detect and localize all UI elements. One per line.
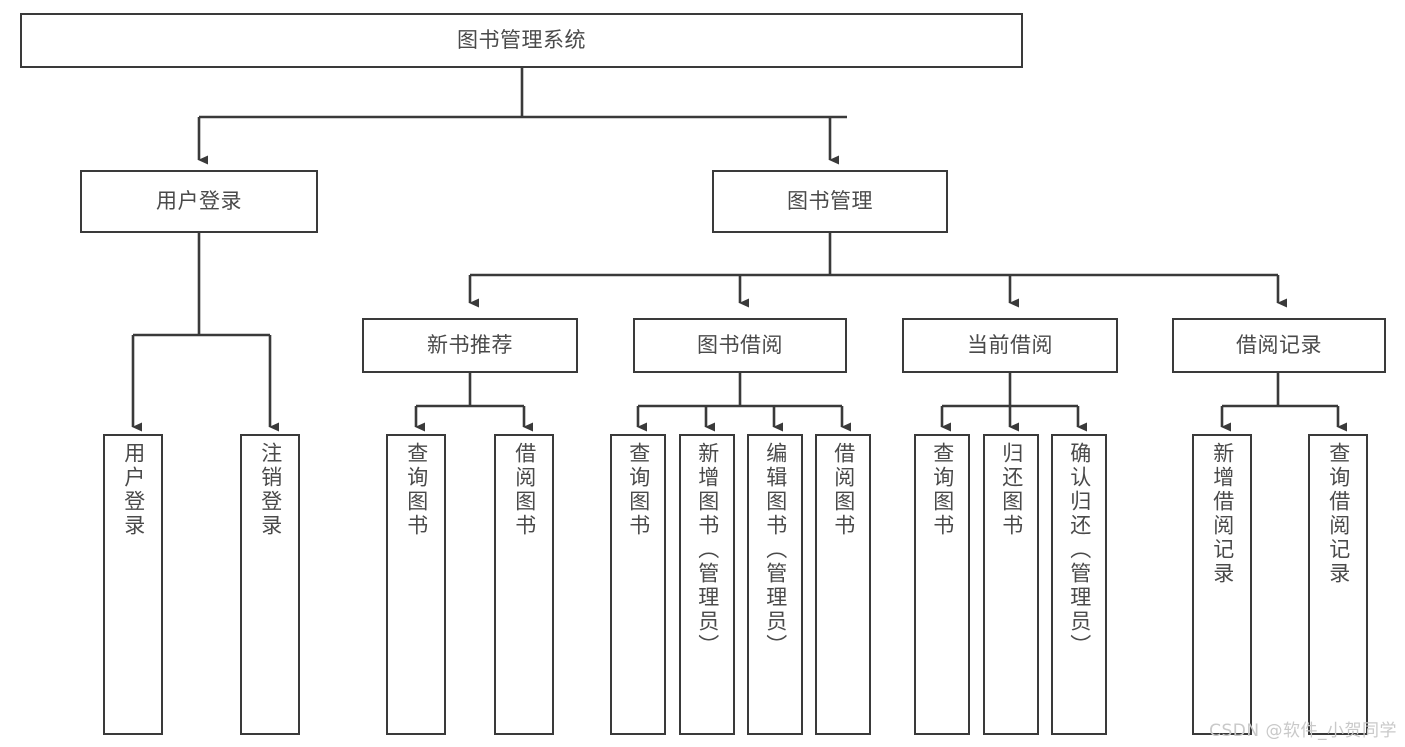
node-user-login[interactable]: 用户登录 xyxy=(80,170,318,233)
node-label: 确认归还（管理员） xyxy=(1067,442,1092,658)
node-label: 图书借阅 xyxy=(697,333,783,358)
leaf-edit-book-admin[interactable]: 编辑图书（管理员） xyxy=(747,434,803,735)
node-label: 编辑图书（管理员） xyxy=(763,442,788,658)
node-root-system[interactable]: 图书管理系统 xyxy=(20,13,1023,68)
node-label: 查询图书 xyxy=(626,442,651,538)
leaf-borrow-book-action[interactable]: 借阅图书 xyxy=(815,434,871,735)
node-label: 查询图书 xyxy=(930,442,955,538)
node-book-management[interactable]: 图书管理 xyxy=(712,170,948,233)
node-label: 新书推荐 xyxy=(427,333,513,358)
leaf-borrow-book-new[interactable]: 借阅图书 xyxy=(494,434,554,735)
leaf-add-borrow-record[interactable]: 新增借阅记录 xyxy=(1192,434,1252,735)
node-book-borrow[interactable]: 图书借阅 xyxy=(633,318,847,373)
node-label: 图书管理 xyxy=(787,189,873,214)
leaf-query-book-borrow[interactable]: 查询图书 xyxy=(610,434,666,735)
leaf-query-book-new[interactable]: 查询图书 xyxy=(386,434,446,735)
node-label: 注销登录 xyxy=(258,442,283,538)
watermark-text: CSDN @软件_小贺同学 xyxy=(1209,721,1397,741)
node-label: 新增图书（管理员） xyxy=(695,442,720,658)
node-label: 当前借阅 xyxy=(967,333,1053,358)
leaf-query-book-current[interactable]: 查询图书 xyxy=(914,434,970,735)
leaf-add-book-admin[interactable]: 新增图书（管理员） xyxy=(679,434,735,735)
node-label: 图书管理系统 xyxy=(457,28,586,53)
leaf-user-login[interactable]: 用户登录 xyxy=(103,434,163,735)
node-label: 借阅图书 xyxy=(831,442,856,538)
leaf-query-borrow-record[interactable]: 查询借阅记录 xyxy=(1308,434,1368,735)
node-current-borrow[interactable]: 当前借阅 xyxy=(902,318,1118,373)
node-label: 用户登录 xyxy=(156,189,242,214)
node-label: 查询借阅记录 xyxy=(1326,442,1351,586)
node-label: 借阅记录 xyxy=(1236,333,1322,358)
node-label: 新增借阅记录 xyxy=(1210,442,1235,586)
leaf-return-book[interactable]: 归还图书 xyxy=(983,434,1039,735)
node-new-book-recommend[interactable]: 新书推荐 xyxy=(362,318,578,373)
node-borrow-record[interactable]: 借阅记录 xyxy=(1172,318,1386,373)
node-label: 归还图书 xyxy=(999,442,1024,538)
node-label: 借阅图书 xyxy=(512,442,537,538)
leaf-confirm-return-admin[interactable]: 确认归还（管理员） xyxy=(1051,434,1107,735)
leaf-logout[interactable]: 注销登录 xyxy=(240,434,300,735)
node-label: 用户登录 xyxy=(121,442,146,538)
node-label: 查询图书 xyxy=(404,442,429,538)
